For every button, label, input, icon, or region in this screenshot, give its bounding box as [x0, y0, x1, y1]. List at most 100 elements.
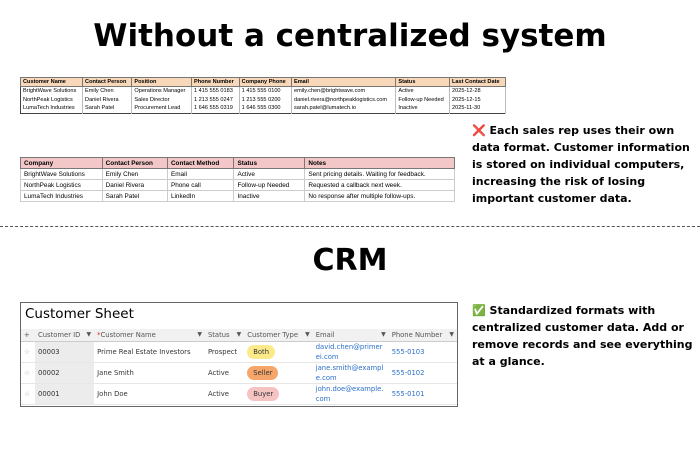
cell-type: Buyer [244, 383, 313, 405]
customer-type-badge: Both [247, 345, 276, 359]
chevron-down-icon[interactable]: ▼ [86, 331, 92, 338]
column-label: Email [315, 331, 335, 339]
table-cell: 2025-12-15 [449, 95, 506, 104]
table-cell: Active [233, 168, 306, 180]
table-cell: Emily Chen [82, 86, 133, 96]
table-cell: Procurement Lead [131, 104, 192, 113]
cell-name-value: Jane Smith [97, 369, 134, 377]
cell-id-value: 00002 [38, 369, 60, 377]
cell-status-value: Active [207, 390, 229, 398]
chevron-down-icon[interactable]: ▼ [449, 331, 454, 338]
cell-name: John Doe [94, 383, 205, 405]
table-cell: 1 415 555 0100 [239, 86, 292, 96]
column-header-2[interactable]: Status ▼ [204, 329, 245, 342]
table-cell: Follow-up Needed [395, 95, 450, 104]
table-cell: Inactive [233, 190, 306, 202]
column-header-4[interactable]: Email ▼ [312, 329, 389, 342]
table-cell: Sarah Patel [82, 104, 133, 113]
cell-id-value: 00003 [38, 348, 60, 356]
table-cell: 2025-11-30 [449, 104, 506, 113]
column-header: Status [395, 77, 450, 87]
column-header: Status [233, 157, 306, 169]
column-header-0[interactable]: Customer ID▼ [35, 329, 95, 342]
cell-email-value[interactable]: david.chen@primerei.com [315, 343, 383, 361]
table-cell: Sales Director [131, 95, 192, 104]
table-cell: sarah.patel@lumatech.io [291, 104, 397, 113]
cell-status-value: Prospect [207, 348, 238, 356]
customer-sheet: Customer Sheet +Customer ID▼*Customer Na… [20, 302, 458, 407]
table-cell: emily.chen@brightwave.com [291, 86, 397, 96]
cell-id: 00002 [35, 362, 95, 384]
column-label: Customer Type [247, 331, 299, 339]
column-label: Status [207, 331, 230, 339]
table-cell: Active [395, 86, 450, 96]
table-cell: 1 213 555 0200 [239, 95, 292, 104]
column-header: Email [290, 77, 397, 87]
table-cell: Daniel Rivera [101, 179, 168, 191]
cell-phone-value[interactable]: 555-0101 [391, 390, 425, 398]
table-cell: Sent pricing details. Waiting for feedba… [304, 168, 455, 180]
chevron-down-icon[interactable]: ▼ [236, 331, 242, 338]
column-header-1[interactable]: *Customer Name▼ [94, 329, 205, 342]
cell-name: Jane Smith [94, 362, 205, 384]
table-cell: Daniel Rivera [82, 95, 133, 104]
star-icon[interactable]: ☆ [21, 362, 35, 384]
star-icon[interactable]: ☆ [21, 383, 35, 405]
divider [0, 226, 700, 227]
table-cell: LumaTech Industries [20, 190, 103, 202]
column-header: Last Contact Date [449, 77, 506, 87]
cell-email: john.doe@example.com [312, 383, 389, 405]
table-cell: 1 646 555 0319 [191, 104, 240, 113]
add-row-button[interactable]: + [21, 329, 35, 342]
cell-id: 00003 [35, 341, 95, 363]
cell-id-value: 00001 [38, 390, 60, 398]
cell-email: david.chen@primerei.com [312, 341, 389, 363]
problem-note: ❌ Each sales rep uses their own data for… [472, 124, 690, 205]
column-header: Contact Person [82, 77, 133, 87]
column-header: Contact Method [166, 157, 235, 169]
cell-phone: 555-0103 [388, 341, 457, 363]
cell-id: 00001 [35, 383, 95, 405]
table-cell: Follow-up Needed [233, 179, 306, 191]
cell-name-value: John Doe [97, 390, 128, 398]
table-cell: Email [166, 168, 235, 180]
table-cell: Sarah Patel [101, 190, 168, 202]
table-cell: Operations Manager [131, 86, 192, 96]
cell-phone-value[interactable]: 555-0102 [391, 369, 425, 377]
cell-email: jane.smith@example.com [312, 362, 389, 384]
table-cell: Inactive [395, 104, 450, 113]
cell-email-value[interactable]: john.doe@example.com [315, 385, 384, 403]
table-cell: LumaTech Industries [20, 104, 84, 113]
table-cell: 1 213 555 0247 [191, 95, 240, 104]
column-label: Phone Number [391, 331, 443, 339]
table-cell: daniel.rivera@northpeaklogistics.com [291, 95, 397, 104]
customer-type-badge: Seller [247, 366, 279, 380]
table-cell: 1 646 555 0300 [239, 104, 292, 113]
column-header: Notes [304, 157, 455, 169]
section-title-crm: CRM [312, 243, 388, 278]
column-header-3[interactable]: Customer Type ▼ [244, 329, 313, 342]
table-cell: NorthPeak Logistics [20, 95, 84, 104]
cell-name-value: Prime Real Estate Investors [97, 348, 191, 356]
chevron-down-icon[interactable]: ▼ [197, 331, 202, 338]
chevron-down-icon[interactable]: ▼ [305, 331, 310, 338]
cell-phone-value[interactable]: 555-0103 [391, 348, 425, 356]
cell-email-value[interactable]: jane.smith@example.com [315, 364, 384, 382]
column-header: Position [131, 77, 192, 87]
cell-phone: 555-0101 [388, 383, 457, 405]
cell-status: Prospect [204, 341, 245, 363]
chevron-down-icon[interactable]: ▼ [381, 331, 386, 338]
column-header-5[interactable]: Phone Number ▼ [388, 329, 457, 342]
star-icon[interactable]: ☆ [21, 341, 35, 363]
column-header: Company Phone [238, 77, 292, 87]
column-header: Phone Number [190, 77, 240, 87]
cell-status: Active [204, 362, 245, 384]
column-header: Contact Person [101, 157, 168, 169]
